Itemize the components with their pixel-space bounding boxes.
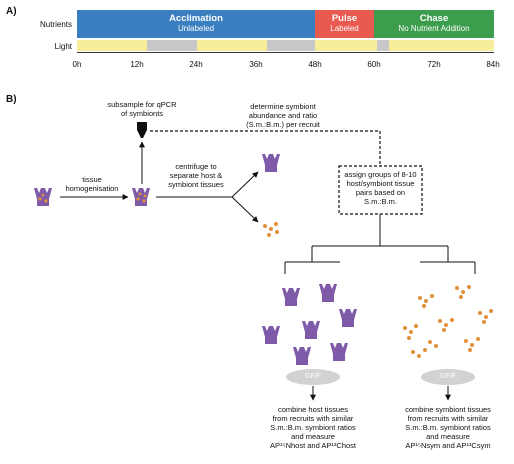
tick-label: 12h [130, 60, 144, 69]
dark-period [267, 40, 315, 51]
host-tissue-icon [282, 288, 300, 306]
phase-pulse: Pulse Labeled [315, 10, 374, 38]
tick-label: 60h [367, 60, 381, 69]
combine-host-text: combine host tissues from recruits with … [269, 405, 357, 450]
light-period [389, 40, 494, 51]
phase-pulse-title: Pulse [331, 13, 358, 24]
host-cluster [262, 284, 357, 365]
tick-label: 0h [72, 60, 82, 69]
tick-label: 84h [486, 60, 500, 69]
phase-acclimation-subtitle: Unlabeled [177, 24, 215, 33]
phase-acclimation: Acclimation Unlabeled [77, 10, 315, 38]
host-tissue-icon [339, 309, 357, 327]
combine-symbiont-text: combine symbiont tissues from recruits w… [405, 405, 491, 450]
symbiont-cells-icon [263, 222, 279, 237]
pipette-icon [137, 122, 147, 138]
phase-chase: Chase No Nutrient Addition [374, 10, 494, 38]
dashed-link [150, 130, 381, 166]
assign-text: assign groups of 8-10 host/symbiont tiss… [344, 170, 417, 206]
host-tissue-icon [262, 326, 280, 344]
gff-label-host: GF/F [305, 373, 321, 380]
host-tissue-icon [302, 321, 320, 339]
tick-label: 72h [427, 60, 441, 69]
phase-chase-title: Chase [419, 13, 449, 24]
time-axis [77, 52, 494, 53]
host-tissue-icon [330, 343, 348, 361]
light-bar [77, 40, 494, 51]
coral-recruit-icon [34, 188, 52, 206]
nutrients-row-label: Nutrients [39, 20, 72, 29]
tick-label: 48h [308, 60, 322, 69]
tissue-text: tissue homogenisation [65, 175, 119, 193]
light-period [77, 40, 147, 51]
phase-pulse-subtitle: Labeled [330, 24, 359, 33]
dark-period [377, 40, 389, 51]
determine-text: determine symbiont abundance and ratio (… [246, 102, 320, 129]
gff-filter-host [286, 369, 340, 385]
qpcr-text: subsample for qPCR of symbionts [107, 100, 177, 118]
host-tissue-icon [262, 154, 280, 172]
panel-b-label: B) [6, 94, 17, 105]
homogenate-icon [132, 188, 150, 206]
dark-period [147, 40, 197, 51]
symbiont-cluster [403, 285, 493, 358]
panel-a-label: A) [6, 6, 17, 17]
light-period [197, 40, 267, 51]
light-period [315, 40, 377, 51]
arrow-to-host [231, 171, 259, 198]
host-tissue-icon [293, 347, 311, 365]
tick-label: 24h [189, 60, 203, 69]
light-row-label: Light [54, 42, 72, 51]
phase-chase-subtitle: No Nutrient Addition [398, 24, 470, 33]
host-tissue-icon [319, 284, 337, 302]
gff-filter-symbiont [421, 369, 475, 385]
arrow-to-symbiont [231, 196, 259, 223]
centrifuge-text: centrifuge to separate host & symbiont t… [168, 162, 224, 189]
tick-label: 36h [249, 60, 263, 69]
gff-label-symbiont: GF/F [440, 373, 456, 380]
phase-acclimation-title: Acclimation [169, 13, 223, 24]
